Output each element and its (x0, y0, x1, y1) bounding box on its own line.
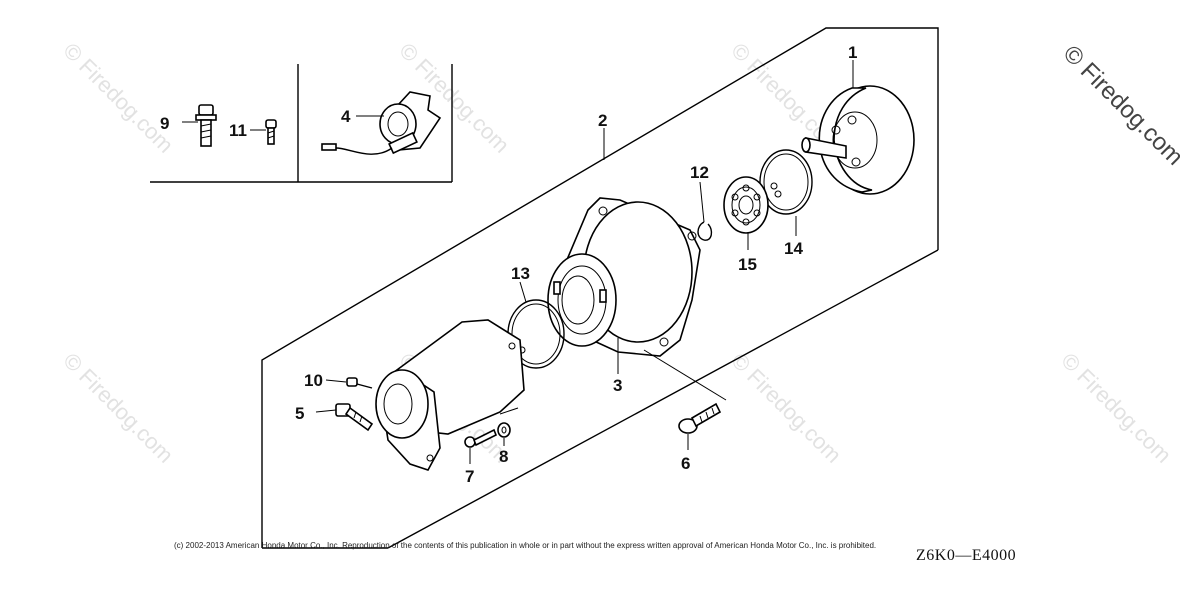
ball-bearing-15 (723, 176, 769, 234)
leader-lines (182, 60, 854, 464)
watermark-corner: © Firedog.com (1058, 40, 1180, 171)
callout-1: 1 (848, 43, 857, 62)
callout-labels: 1 2 3 4 5 6 7 8 9 10 11 12 13 14 15 (160, 43, 857, 486)
watermark: © Firedog.com (58, 348, 178, 468)
callout-4: 4 (341, 107, 351, 126)
circlip-14 (759, 149, 813, 215)
clutch-drum-1 (801, 85, 915, 195)
callout-6: 6 (681, 454, 690, 473)
watermark: © Firedog.com (58, 38, 178, 158)
callout-8: 8 (499, 447, 508, 466)
clutch-cover-3 (547, 197, 701, 357)
flange-bolt-6 (678, 402, 722, 434)
callout-12: 12 (690, 163, 709, 182)
callout-2: 2 (598, 111, 607, 130)
callout-3: 3 (613, 376, 622, 395)
copyright-notice: (c) 2002-2013 American Honda Motor Co., … (174, 541, 876, 550)
watermark: © Firedog.com (726, 348, 846, 468)
screw-7 (464, 428, 498, 448)
callout-5: 5 (295, 404, 304, 423)
flange-bolt-9 (195, 104, 217, 147)
assembly-bracket-2 (261, 27, 939, 549)
bolt-10 (346, 377, 373, 389)
callout-9: 9 (160, 114, 169, 133)
watermark: © Firedog.com (1056, 348, 1176, 468)
callout-15: 15 (738, 255, 757, 274)
callout-11: 11 (229, 121, 247, 140)
bolt-11 (265, 119, 277, 145)
callout-14: 14 (784, 239, 803, 258)
switch-assembly-4 (321, 91, 442, 155)
small-parts-bracket (150, 64, 453, 183)
shaft-housing (375, 319, 525, 471)
diagram-code: Z6K0—E4000 (916, 547, 1016, 564)
callout-13: 13 (511, 264, 530, 283)
circlip-12 (697, 221, 713, 241)
callout-10: 10 (304, 371, 323, 390)
callout-7: 7 (465, 467, 474, 486)
washer-8 (497, 422, 511, 438)
flange-bolt-5 (335, 403, 374, 432)
